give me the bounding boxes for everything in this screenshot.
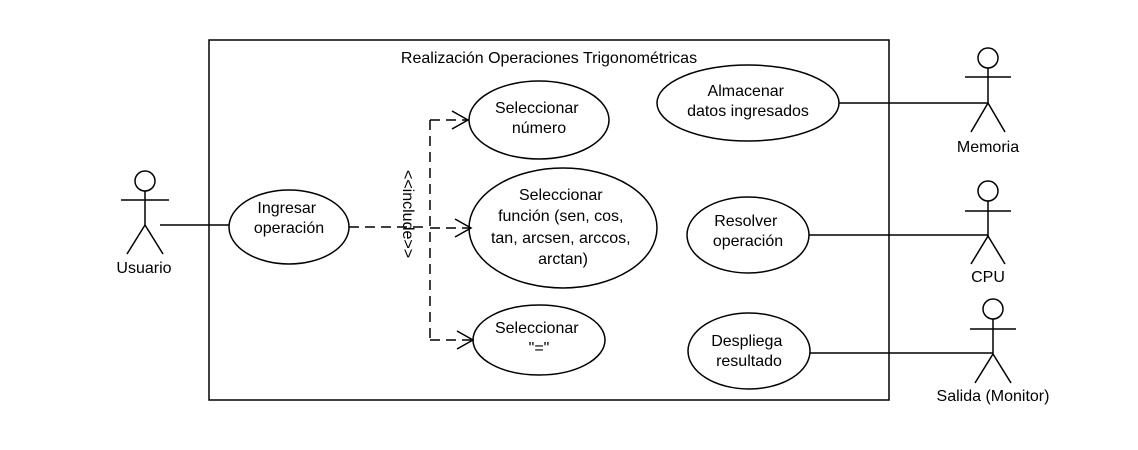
use-case-seleccionar-igual: Seleccionar "=" xyxy=(495,320,583,357)
actor-salida-figure xyxy=(970,298,1016,384)
actor-usuario-figure xyxy=(121,170,169,255)
include-stereotype-label: <<include>> xyxy=(399,170,416,258)
use-case-seleccionar-numero: Seleccionar número xyxy=(495,100,583,137)
include-arrowhead-igual xyxy=(456,330,475,350)
actor-usuario-label: Usuario xyxy=(116,260,171,277)
actor-salida-label: Salida (Monitor) xyxy=(937,388,1050,405)
use-case-seleccionar-funcion-ellipse xyxy=(468,167,658,289)
use-case-seleccionar-funcion: Seleccionar función (sen, cos, tan, arcs… xyxy=(491,187,635,268)
include-arrowhead-numero xyxy=(451,110,470,130)
actor-memoria-label: Memoria xyxy=(957,139,1019,156)
system-boundary xyxy=(208,39,890,401)
include-dependencies xyxy=(349,119,471,341)
use-case-ingresar-operacion: Ingresar operación xyxy=(254,200,324,237)
use-case-resolver-operacion: Resolver operación xyxy=(713,213,783,250)
include-arrowhead-funcion xyxy=(454,218,473,238)
actor-memoria-figure xyxy=(965,47,1011,133)
use-case-despliega-resultado: Despliega resultado xyxy=(711,333,787,370)
actor-cpu-figure xyxy=(965,180,1011,265)
use-case-almacenar: Almacenar datos ingresados xyxy=(687,83,809,120)
actor-cpu-label: CPU xyxy=(971,269,1005,286)
system-title: Realización Operaciones Trigonométricas xyxy=(401,50,697,67)
use-case-despliega-ellipse xyxy=(687,312,811,390)
